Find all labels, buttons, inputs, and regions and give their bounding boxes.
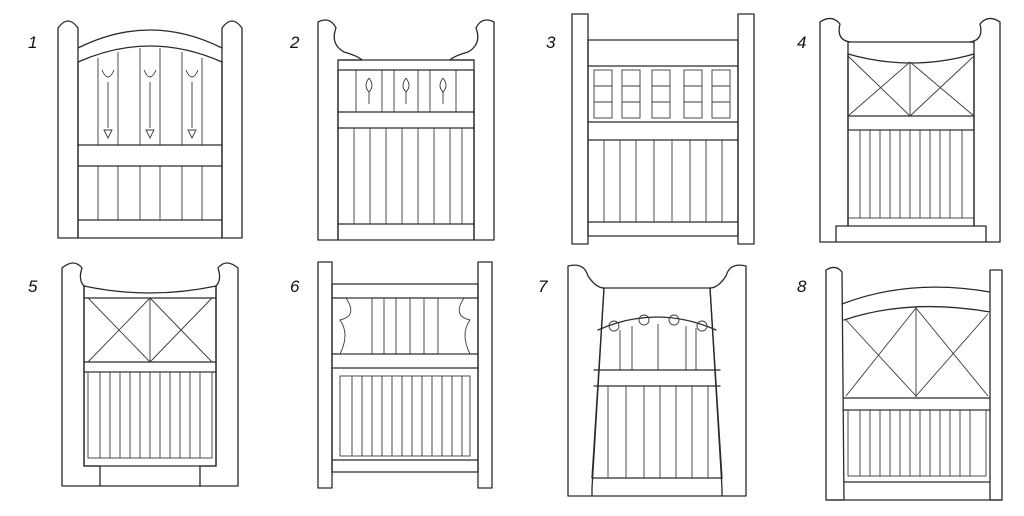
gate-label: 3 xyxy=(546,33,556,52)
gate-label: 2 xyxy=(289,33,300,52)
gate-7: 7 xyxy=(538,264,747,497)
gate-2: 2 xyxy=(289,19,495,241)
gate-6: 6 xyxy=(290,261,493,489)
gate-label: 8 xyxy=(797,277,807,296)
gate-3: 3 xyxy=(546,13,755,245)
gate-1: 1 xyxy=(28,20,243,239)
gate-8: 8 xyxy=(797,266,1003,501)
gate-label: 7 xyxy=(538,277,548,296)
gate-label: 5 xyxy=(28,277,38,296)
gate-label: 4 xyxy=(797,33,806,52)
gate-4: 4 xyxy=(797,17,1001,243)
gate-label: 1 xyxy=(28,33,37,52)
gate-label: 6 xyxy=(290,277,300,296)
gate-5: 5 xyxy=(28,262,239,487)
